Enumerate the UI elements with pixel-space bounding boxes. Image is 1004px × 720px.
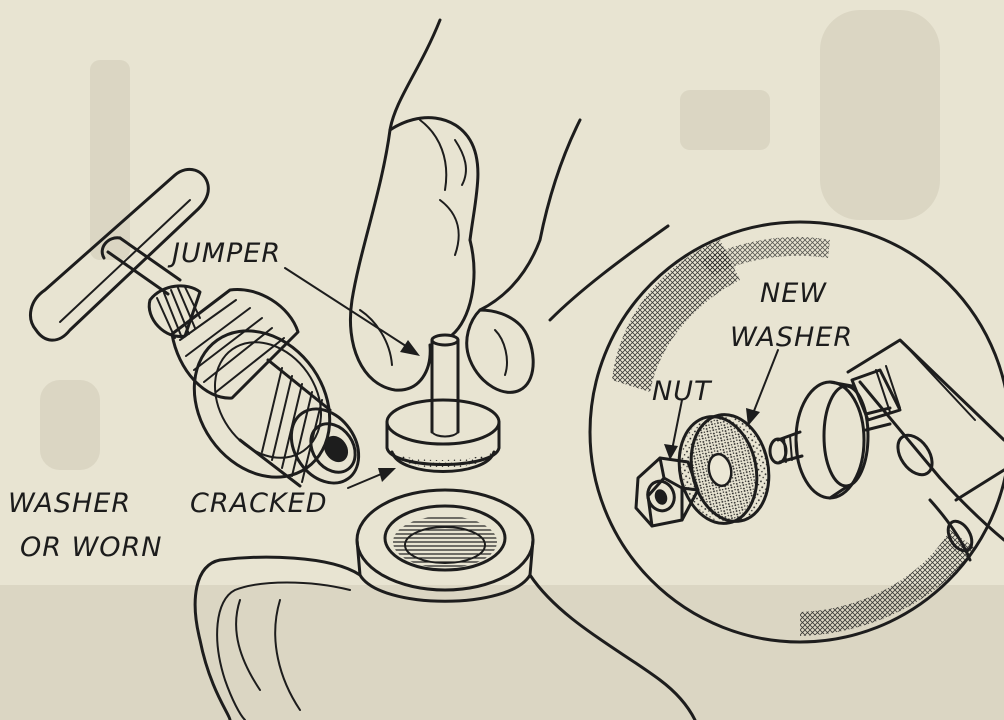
label-new-washer-line1: NEW (760, 278, 827, 309)
jumper-disc (770, 382, 890, 498)
label-nut: NUT (652, 376, 713, 407)
label-jumper: JUMPER (167, 238, 281, 269)
label-washer-cracked-line3: OR WORN (20, 532, 163, 563)
label-new-washer-line2: WASHER (730, 322, 853, 353)
hand (350, 20, 668, 392)
jumper-valve (387, 335, 499, 472)
label-washer-cracked-line1: WASHER (8, 488, 131, 519)
label-washer-cracked-line2: CRACKED (190, 488, 328, 519)
pliers (848, 340, 1004, 560)
